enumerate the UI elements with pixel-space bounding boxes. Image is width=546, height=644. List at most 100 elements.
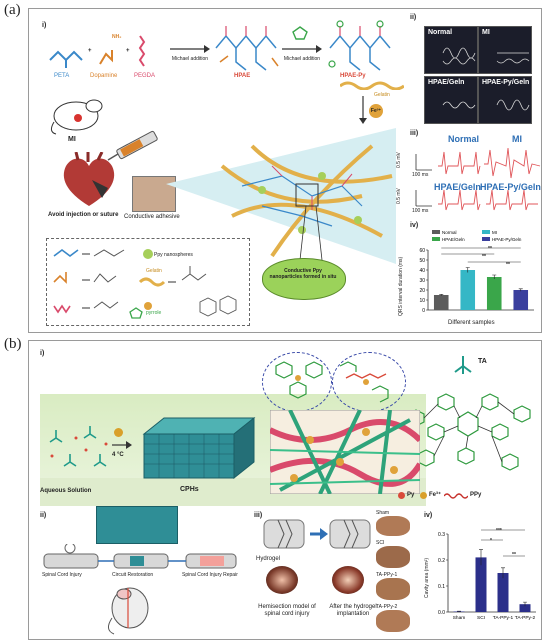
hydrogel-label: Hydrogel [256,556,281,562]
tissue-sci [376,546,410,568]
fe-ion-label [369,104,383,118]
pegda-label: PEGDA [134,73,156,79]
qrs-sig-3: ** [506,262,510,268]
gelatin-label: Gelatin [374,92,390,98]
tissue-label-sci: SCI [376,540,385,546]
qrs-errorbar-1 [465,267,470,273]
ppy-callout-text: Conductive Ppy nanoparticles formed in s… [269,268,337,280]
qrs-legend-swatch-0 [432,230,440,234]
after-implant-label: After the hydrogel implantation [329,604,377,617]
echo-hpae-py-geln: HPAE-Py/Geln [478,76,532,124]
cavity-xtick-label-0: Sham [453,615,466,621]
temperature-label: 4 °C [112,452,124,458]
cavity-ytick-label: 0.3 [438,532,445,538]
heart-illustration [63,152,115,206]
arrow-michael-1 [170,45,210,53]
pyrrole-ring [292,26,308,40]
echo-hpae-geln: HPAE/Geln [424,76,478,124]
b-ii-label: ii) [40,512,47,519]
plus-sign-2: + [126,48,130,54]
cavity-ylabel: Cavity area (mm²) [424,557,430,598]
syringe-icon [107,130,158,161]
ecg-title-hpae-geln: HPAE/Geln [434,182,481,192]
peta-label: PETA [54,73,70,79]
qrs-ytick-label: 20 [419,288,425,294]
arrow-michael-2 [282,45,322,53]
legend-ppy: PPy [470,492,482,498]
rat-spinal-drawing [108,587,149,635]
echo-mi: MI [478,26,532,74]
b-i-label: i) [40,350,45,357]
hpae-label: HPAE [234,73,251,79]
qrs-legend-label-2: HPAE/Geln [442,237,465,242]
tissue-ta-ppy-1 [376,578,410,600]
circuit-label: Circuit Restoration [112,572,154,578]
legend-fe-dot [420,492,427,499]
fe-sphere-icon [114,428,123,437]
b-iii-label: iii) [254,512,263,519]
ecg-traces [415,147,541,211]
qrs-legend-label-1: MI [492,230,497,235]
plus-sign: + [88,48,92,54]
ecg-scale-v-1: 0.5 mV [396,152,402,168]
hydrogel-cylinders [263,519,371,549]
a-iii-label: iii) [410,130,419,137]
qrs-ytick-label: 50 [419,258,425,264]
callout-pointer [299,206,323,261]
cavity-errorbar-2 [501,567,505,579]
a-iv-label: iv) [410,222,419,229]
fiber-network [270,410,420,494]
surgery-photo-2 [332,566,364,594]
aqueous-monomers [49,426,108,467]
legend-py: Py [407,492,415,498]
arrow-down-fe [359,96,367,124]
qrs-legend-swatch-1 [482,230,490,234]
avoid-injection-label: Avoid injection or suture [48,212,119,218]
qrs-legend-swatch-2 [432,237,440,241]
cavity-errorbar-1 [479,549,483,566]
qrs-ytick-label: 0 [422,308,425,314]
hpae-py-network [328,20,391,71]
qrs-xlabel: Different samples [448,320,495,326]
a-i-label: i) [42,22,47,29]
chemistry-legend-box [46,238,250,326]
mi-label: MI [68,136,76,143]
ecg-scale-t-1: 100 ms [412,172,429,178]
cavity-ytick-label: 0.1 [438,584,445,590]
legend-py-dot [398,492,405,499]
ecg-scale-t-2: 100 ms [412,208,429,214]
qrs-bar-3 [513,290,529,310]
gelatin-strand [340,81,404,90]
panel-a-letter: (a) [4,2,21,18]
hydrogel-block-small [96,506,178,544]
nh2-label: NH₂ [112,34,122,40]
fe-ion-text: Fe³⁺ [370,108,382,114]
cavity-errorbar-3 [523,601,527,607]
panel-a-frame [28,8,542,333]
qrs-errorbar-0 [439,294,444,296]
qrs-legend-label-0: Normal [442,230,457,235]
qrs-bar-2 [486,277,502,310]
cavity-bar-2 [497,573,509,612]
ecg-title-mi: MI [512,134,522,144]
qrs-sig-2: ** [482,254,486,260]
panel-b-frame [28,340,542,640]
sci-label: Spinal Cord Injury [42,572,82,578]
molecule-structures [275,361,389,403]
cavity-ytick-label: 0.0 [438,610,445,616]
cavity-sig-1: *** [496,528,502,534]
michael-addition-1: Michael addition [171,56,209,62]
conductive-adhesive-label: Conductive adhesive [124,214,180,220]
qrs-ytick-label: 40 [419,268,425,274]
echo-normal: Normal [424,26,478,74]
cavity-xtick-label-1: SCI [477,615,485,621]
qrs-legend-swatch-3 [482,237,490,241]
cavity-ytick-label: 0.2 [438,558,445,564]
tissue-sham [376,516,410,536]
dopamine-label: Dopamine [90,73,118,79]
panel-b-letter: (b) [4,336,22,352]
legend-pyrrole: pyrrole [146,310,162,316]
monomer-drawings [49,35,146,68]
